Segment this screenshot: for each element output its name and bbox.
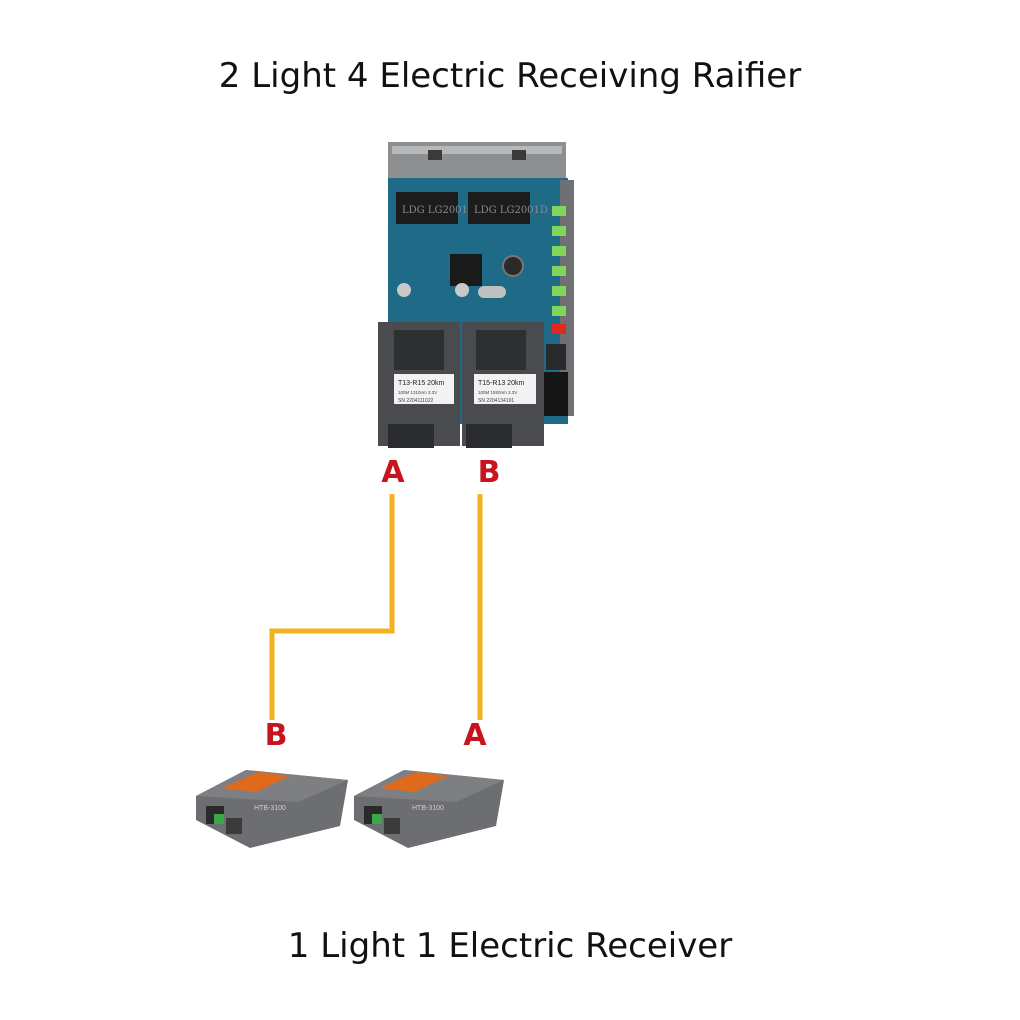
led-green [552, 266, 566, 276]
transformer-chip [468, 192, 530, 224]
terminal-block [372, 814, 382, 824]
led-green [552, 206, 566, 216]
chip-label: LDG LG2001D [402, 205, 476, 216]
receiver-port-label-a: A [463, 718, 487, 753]
rj45-tab [512, 150, 526, 160]
led-red [552, 324, 566, 334]
mounting-hole [397, 283, 411, 297]
rj45-port [384, 818, 400, 834]
bottom-title: 1 Light 1 Electric Receiver [287, 926, 733, 966]
module-label-line2: 100M 1550nm 3.3V [478, 390, 517, 395]
rj45-port [226, 818, 242, 834]
led-green [552, 286, 566, 296]
power-component [546, 344, 566, 370]
crystal [478, 286, 506, 298]
mounting-hole [455, 283, 469, 297]
receiver-port-label-b: B [264, 718, 288, 753]
model-text: HTB-3100 [254, 805, 286, 812]
led-green [552, 306, 566, 316]
receiver-left: HTB-3100 [196, 770, 348, 848]
rj45-tab [428, 150, 442, 160]
module-label-line3: SN 2204134191 [478, 398, 514, 404]
device-stripe [222, 772, 290, 792]
module-label-line3: SN 2204111022 [398, 398, 434, 404]
module-label-line1: T15-R13 20km [478, 380, 524, 387]
dc-jack [540, 372, 568, 416]
main-ic [450, 254, 482, 286]
led-green [552, 226, 566, 236]
led-green [552, 246, 566, 256]
fiber-port [466, 424, 512, 448]
top-title: 2 Light 4 Electric Receiving Raifier [218, 56, 802, 96]
fiber-cable-a-to-b [269, 494, 395, 720]
module-label-line1: T13-R15 20km [398, 380, 444, 387]
rj45-housing-top [392, 146, 562, 154]
receiver-right: HTB-3100 [354, 770, 504, 848]
transformer-chip [396, 192, 458, 224]
fiber-module-a: T13-R15 20km 100M 1310nm 3.3V SN 2204111… [378, 322, 460, 448]
fiber-port [388, 424, 434, 448]
terminal-block [214, 814, 224, 824]
raifier-board: LDG LG2001D LDG LG2001D T13-R15 20km 100… [378, 142, 574, 448]
fiber-module-b: T15-R13 20km 100M 1550nm 3.3V SN 2204134… [462, 322, 544, 448]
module-label-line2: 100M 1310nm 3.3V [398, 390, 437, 395]
raifier-port-label-a: A [381, 455, 405, 490]
capacitor [502, 255, 524, 277]
chip-label: LDG LG2001D [474, 205, 548, 216]
device-stripe [380, 772, 448, 792]
model-text: HTB-3100 [412, 805, 444, 812]
raifier-port-label-b: B [477, 455, 501, 490]
